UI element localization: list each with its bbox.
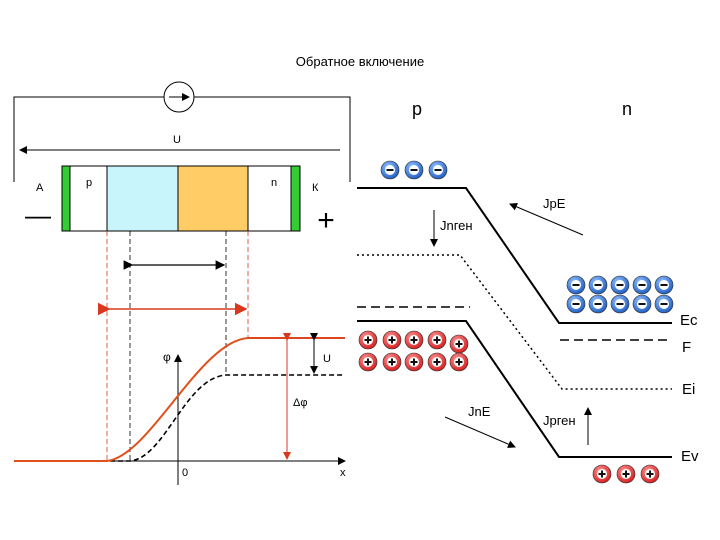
j-p-gen-label: Jpген: [543, 413, 576, 428]
hole-icon: [404, 352, 424, 372]
electron-icon: [588, 294, 608, 314]
electron-icon: [588, 275, 608, 295]
hole-icon: [616, 464, 636, 484]
p-label: p: [86, 177, 92, 189]
equilibrium-potential-curve: [14, 374, 345, 462]
n-depletion-region: [177, 165, 249, 232]
electron-icon: [610, 275, 630, 295]
circuit-wire: [13, 96, 351, 182]
reverse-bias-potential-curve: [14, 337, 345, 462]
hole-icon: [404, 330, 424, 350]
zero-label: 0: [182, 467, 188, 479]
f-label: F: [682, 339, 691, 356]
hole-icon: [592, 464, 612, 484]
page-title: Обратное включение: [296, 54, 424, 69]
j-p-e-label: JpE: [543, 196, 566, 211]
ec-label: Ec: [680, 312, 698, 329]
n-contact: [290, 165, 301, 232]
hole-icon: [382, 352, 402, 372]
minus-terminal: —: [25, 200, 51, 230]
valence-band-edge: [357, 320, 672, 458]
p-depletion-region: [106, 165, 179, 232]
hole-icon: [382, 330, 402, 350]
j-n-gen-label: Jnген: [440, 218, 473, 233]
hole-icon: [358, 330, 378, 350]
electron-icon: [654, 275, 674, 295]
carriers: [358, 160, 674, 484]
n-region-label: n: [622, 99, 632, 119]
electron-icon: [654, 294, 674, 314]
electron-icon: [566, 275, 586, 295]
circuit: U А К — + p n: [13, 81, 351, 460]
p-region-label: p: [412, 99, 422, 119]
electron-icon: [632, 294, 652, 314]
electron-icon: [610, 294, 630, 314]
intrinsic-level: [357, 254, 672, 390]
phi-label: φ: [163, 350, 171, 364]
hole-icon: [358, 352, 378, 372]
hole-icon: [427, 330, 447, 350]
ei-label: Ei: [682, 381, 695, 398]
x-label: x: [340, 467, 346, 479]
j-n-e-label: JnE: [468, 404, 491, 419]
u-label: U: [323, 353, 331, 365]
voltage-label: U: [173, 134, 181, 146]
electron-icon: [380, 160, 400, 180]
cathode-label: К: [312, 182, 319, 194]
band-diagram: p n Ec F Ei Ev Jnген JpE JnE Jpген: [357, 99, 699, 484]
delta-phi-label: Δφ: [293, 397, 307, 409]
hole-icon: [449, 352, 469, 372]
p-contact: [61, 165, 71, 232]
hole-icon: [640, 464, 660, 484]
electron-icon: [566, 294, 586, 314]
hole-icon: [449, 334, 469, 354]
electron-icon: [632, 275, 652, 295]
j-p-e-arrow: [509, 203, 584, 236]
potential-plot: φ 0 x U Δφ: [14, 333, 346, 485]
electron-icon: [428, 160, 448, 180]
electron-icon: [404, 160, 424, 180]
j-n-e-arrow: [444, 416, 516, 448]
conduction-band-edge: [357, 187, 672, 324]
n-label: n: [271, 177, 277, 189]
hole-icon: [427, 352, 447, 372]
anode-label: А: [36, 182, 44, 194]
plus-terminal: +: [317, 204, 335, 237]
ev-label: Ev: [681, 448, 699, 465]
